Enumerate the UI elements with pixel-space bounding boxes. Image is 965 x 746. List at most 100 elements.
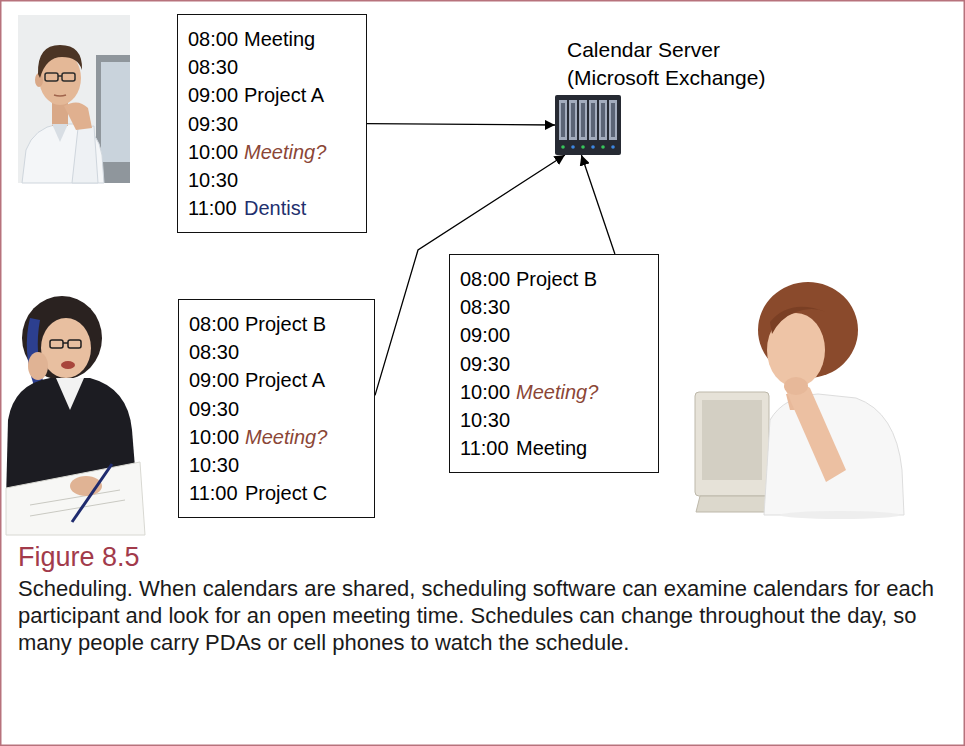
calendar-entry: Meeting? xyxy=(516,381,598,404)
schedule-row: 09:00Project A xyxy=(188,82,352,110)
calendar-entry: Meeting? xyxy=(245,426,327,449)
server-light xyxy=(561,145,565,149)
schedule-row: 10:00Meeting? xyxy=(189,423,360,451)
server-label: Calendar Server (Microsoft Exchange) xyxy=(567,36,807,92)
time-slot: 10:00 xyxy=(189,426,245,449)
schedule-row: 10:00Meeting? xyxy=(460,378,644,406)
server-vent xyxy=(571,103,575,137)
woman-on-phone-photo xyxy=(28,352,48,380)
schedule-row: 09:30 xyxy=(189,395,360,423)
time-slot: 09:00 xyxy=(460,324,510,347)
calendar-entry: Project B xyxy=(245,313,326,336)
time-slot: 08:00 xyxy=(189,313,245,336)
time-slot: 11:00 xyxy=(460,437,516,460)
schedule-row: 10:00Meeting? xyxy=(188,138,352,166)
man-photo xyxy=(101,62,130,162)
schedule-row: 11:00Meeting xyxy=(460,435,644,463)
calendar-entry: Project A xyxy=(244,84,324,107)
calendar-entry: Project A xyxy=(245,369,325,392)
time-slot: 08:30 xyxy=(189,341,239,364)
man-photo xyxy=(64,102,92,130)
connector-arrow xyxy=(367,124,555,125)
server-blade xyxy=(589,100,597,140)
time-slot: 08:30 xyxy=(188,56,238,79)
man-photo xyxy=(22,124,104,183)
server-vent xyxy=(611,103,615,137)
server-icon xyxy=(555,95,621,155)
figure-number: Figure 8.5 xyxy=(18,541,140,573)
man-photo xyxy=(45,73,58,81)
woman-on-phone-photo xyxy=(41,318,91,378)
time-slot: 09:30 xyxy=(189,398,239,421)
time-slot: 08:00 xyxy=(460,268,516,291)
man-photo xyxy=(18,15,130,183)
time-slot: 08:00 xyxy=(188,28,244,51)
man-photo xyxy=(54,95,66,96)
woman-at-computer-photo xyxy=(702,400,762,480)
server-blade xyxy=(559,100,567,140)
schedule-box: 08:00Project B08:3009:00Project A09:3010… xyxy=(178,299,375,518)
server-case xyxy=(555,95,621,155)
schedule-row: 10:30 xyxy=(189,451,360,479)
calendar-entry: Meeting? xyxy=(244,141,326,164)
woman-on-phone-photo xyxy=(61,361,75,369)
server-light xyxy=(591,145,595,149)
time-slot: 10:30 xyxy=(460,409,510,432)
woman-at-computer-photo xyxy=(784,382,846,482)
woman-on-phone-photo xyxy=(72,464,112,522)
time-slot: 11:00 xyxy=(189,482,245,505)
schedule-row: 09:00Project A xyxy=(189,367,360,395)
woman-on-phone-photo xyxy=(50,340,63,348)
time-slot: 11:00 xyxy=(188,197,244,220)
connector-arrow xyxy=(581,155,615,254)
server-vent xyxy=(561,103,565,137)
time-slot: 08:30 xyxy=(460,296,510,319)
time-slot: 10:00 xyxy=(460,381,516,404)
woman-on-phone-photo xyxy=(6,296,145,535)
schedule-box: 08:00Project B08:3009:0009:3010:00Meetin… xyxy=(449,254,659,473)
woman-on-phone-photo xyxy=(56,378,84,410)
photo-shadow xyxy=(780,511,900,519)
schedule-row: 08:00Project B xyxy=(460,265,644,293)
man-photo xyxy=(38,45,82,78)
time-slot: 10:30 xyxy=(189,454,239,477)
server-light xyxy=(581,145,585,149)
server-blade xyxy=(569,100,577,140)
server-light xyxy=(601,145,605,149)
woman-at-computer-photo xyxy=(770,307,826,334)
schedule-row: 08:00Project B xyxy=(189,310,360,338)
calendar-entry: Project C xyxy=(245,482,327,505)
schedule-row: 08:00Meeting xyxy=(188,25,352,53)
calendar-entry: Project B xyxy=(516,268,597,291)
schedule-row: 09:30 xyxy=(188,110,352,138)
schedule-row: 10:30 xyxy=(460,406,644,434)
man-photo xyxy=(52,124,68,142)
server-light xyxy=(571,145,575,149)
server-light xyxy=(611,145,615,149)
woman-at-computer-photo xyxy=(695,282,904,515)
calendar-entry: Meeting xyxy=(244,28,315,51)
calendar-server: Calendar Server (Microsoft Exchange) xyxy=(555,95,621,155)
server-vent xyxy=(601,103,605,137)
man-photo xyxy=(18,15,130,183)
man-photo xyxy=(58,75,62,77)
schedule-row: 10:30 xyxy=(188,166,352,194)
figure-caption: Scheduling. When calendars are shared, s… xyxy=(18,575,938,656)
woman-on-phone-photo xyxy=(63,342,68,344)
woman-at-computer-photo xyxy=(695,392,769,496)
photo-shadow xyxy=(780,511,900,519)
schedule-row: 08:30 xyxy=(188,53,352,81)
server-vent xyxy=(591,103,595,137)
man-photo xyxy=(72,126,98,183)
server-blade xyxy=(599,100,607,140)
time-slot: 09:00 xyxy=(189,369,245,392)
server-blade xyxy=(609,100,617,140)
time-slot: 09:00 xyxy=(188,84,244,107)
woman-at-computer-photo xyxy=(784,377,808,395)
time-slot: 10:30 xyxy=(188,169,238,192)
time-slot: 10:00 xyxy=(188,141,244,164)
schedule-box: 08:00Meeting08:3009:00Project A09:3010:0… xyxy=(177,14,367,233)
calendar-entry: Meeting xyxy=(516,437,587,460)
